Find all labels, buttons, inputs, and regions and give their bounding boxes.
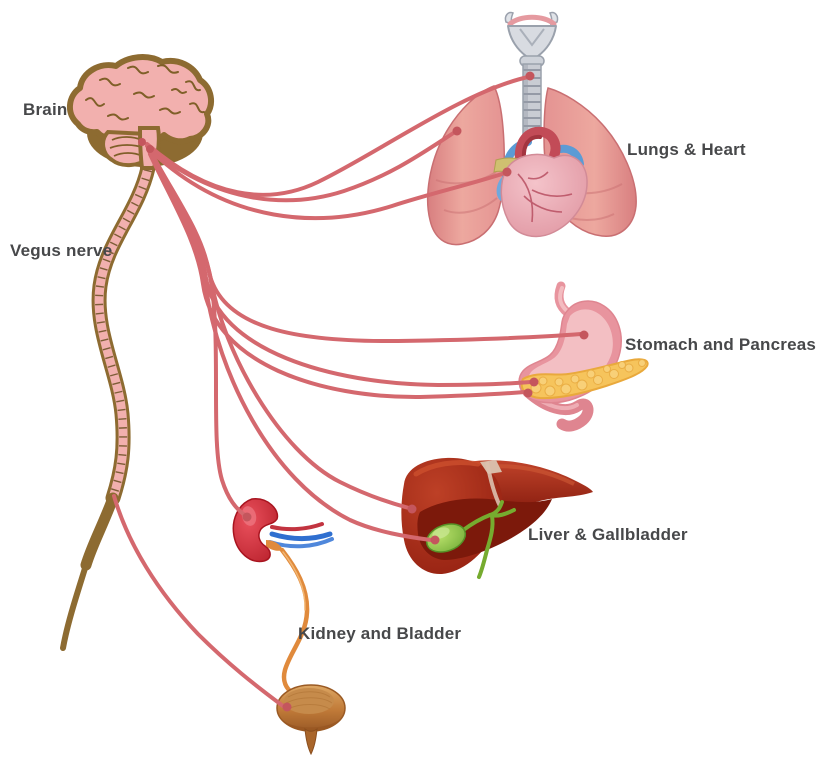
liver-gallbladder-illustration — [401, 457, 593, 579]
spinal-cord-illustration — [60, 160, 156, 651]
lungs-heart-label: Lungs & Heart — [627, 140, 746, 159]
nerve-to-lung — [145, 130, 457, 203]
stomach-pancreas-illustration — [518, 281, 649, 432]
left-lung — [426, 85, 505, 246]
nerve-to-bladder — [112, 494, 285, 708]
nerve-to-kidney — [147, 149, 248, 518]
kidney-bladder-label: Kidney and Bladder — [298, 624, 462, 643]
renal-vein — [269, 531, 333, 541]
stomach-pancreas-label: Stomach and Pancreas — [625, 335, 817, 354]
ureter — [279, 547, 310, 697]
brain-label: Brain — [23, 100, 68, 119]
vagus-nerve-branches — [112, 75, 583, 708]
nerve-to-gallbladder — [148, 152, 433, 542]
urethra — [304, 727, 318, 756]
brain-illustration — [67, 54, 215, 170]
liver-gallbladder-label: Liver & Gallbladder — [528, 525, 688, 544]
aorta — [514, 126, 561, 167]
renal-artery — [270, 522, 324, 532]
trachea-larynx-illustration — [504, 11, 559, 135]
vagus-nerve-label: Vegus nerve — [10, 241, 113, 260]
nerve-to-heart — [146, 146, 507, 221]
nerve-endpoint-dots — [138, 71, 589, 712]
brain-gyri-lines — [85, 64, 205, 121]
spinal-cord-tail — [80, 492, 119, 571]
coronary-vessels — [517, 171, 573, 223]
bile-ducts — [460, 500, 516, 579]
